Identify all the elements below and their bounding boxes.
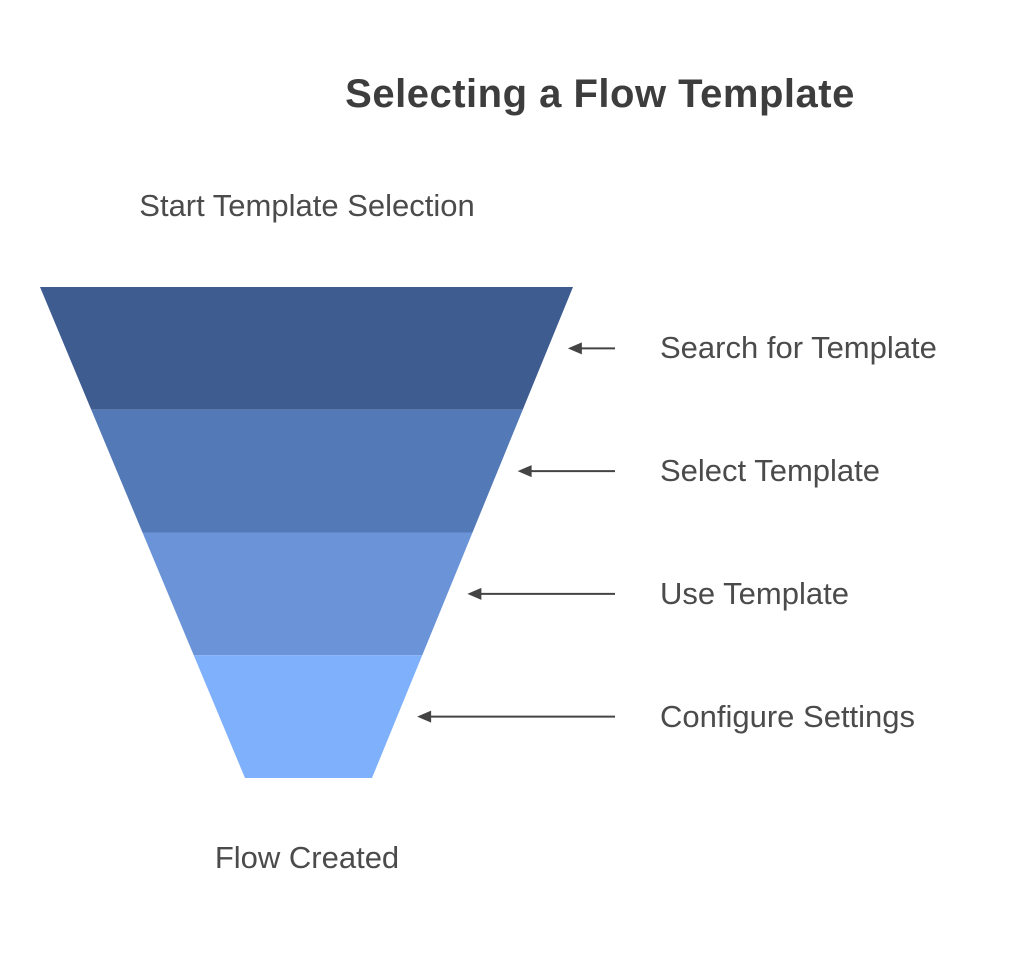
funnel-stage-3 bbox=[142, 532, 473, 656]
stage-label-select: Select Template bbox=[660, 453, 880, 489]
arrowhead-icon-1 bbox=[567, 342, 582, 355]
funnel-stage-2 bbox=[91, 409, 523, 533]
funnel-stage-1 bbox=[40, 287, 573, 410]
funnel-entry-label: Start Template Selection bbox=[139, 188, 475, 223]
funnel-exit-label: Flow Created bbox=[214, 840, 400, 875]
stage-label-configure: Configure Settings bbox=[660, 698, 916, 734]
arrowhead-icon-2 bbox=[517, 465, 532, 478]
chart-title: Selecting a Flow Template bbox=[345, 72, 855, 116]
arrowhead-icon-3 bbox=[467, 587, 482, 600]
stage-label-search: Search for Template bbox=[660, 330, 937, 366]
stage-label-use: Use Template bbox=[660, 575, 849, 611]
funnel-stage-4 bbox=[193, 655, 423, 778]
arrowhead-icon-4 bbox=[417, 710, 432, 723]
